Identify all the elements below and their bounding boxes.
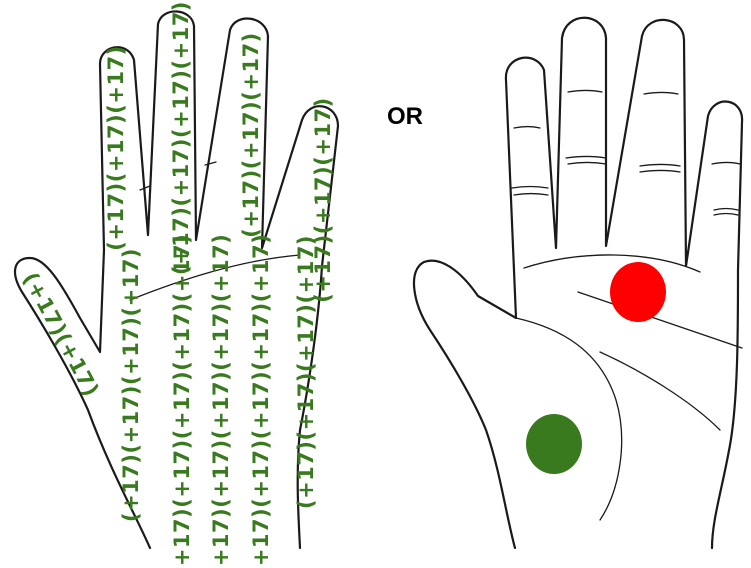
or-label: OR	[387, 103, 423, 130]
left-knuckle-crease-2	[204, 161, 217, 166]
repeated-mark-column: (+17)(+17)(+17)(+17)	[294, 235, 318, 509]
right-hand-outline	[412, 16, 744, 550]
left-hand: (+17)(+17)(+17)(+17)(+17)(+17)(+17)(+17)…	[13, 1, 340, 568]
right-palm-lines	[515, 254, 743, 521]
repeated-mark-layer: (+17)(+17)(+17)(+17)(+17)(+17)(+17)(+17)…	[18, 1, 335, 568]
right-hand	[412, 16, 744, 550]
repeated-mark-column: (+17)(+17)(+17)(+17)(+17)	[209, 234, 233, 568]
repeated-mark-column: (+17)(+17)(+17)	[311, 97, 335, 303]
repeated-mark-column: (+17)(+17)(+17)	[104, 45, 128, 251]
left-knuckle-crease-1	[139, 185, 151, 191]
left-hand-outline	[13, 10, 340, 550]
repeated-mark-column: (+17)(+17)(+17)(+17)	[169, 1, 193, 275]
repeated-mark-column: (+17)(+17)(+17)(+17)(+17)	[170, 234, 194, 568]
repeated-mark-column: (+17)(+17)(+17)(+17)(+17)	[249, 234, 273, 568]
right-finger-creases	[511, 89, 741, 216]
palm-spot	[610, 262, 666, 322]
repeated-mark-column: (+17)(+17)(+17)(+17)	[119, 248, 143, 522]
repeated-mark-column: (+17)(+17)(+17)	[239, 32, 263, 238]
left-palm-crease	[129, 254, 301, 301]
thumb-base-spot	[526, 414, 582, 474]
